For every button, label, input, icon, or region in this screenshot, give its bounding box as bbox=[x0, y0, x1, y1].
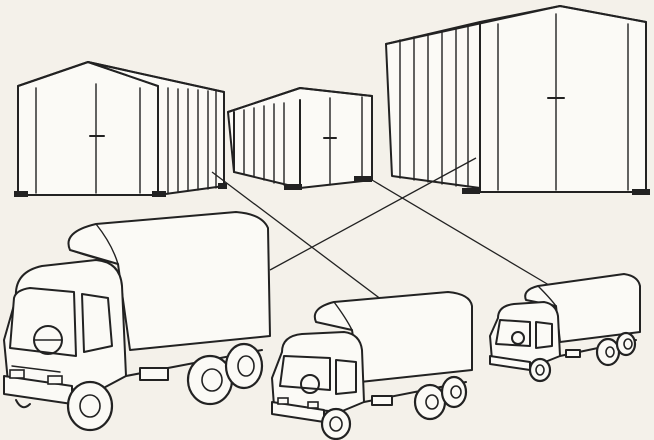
connection-medium-truck bbox=[211, 171, 383, 301]
truck-medium bbox=[271, 291, 473, 440]
connection-small-truck bbox=[371, 179, 555, 289]
connection-large-truck bbox=[269, 157, 477, 271]
garage-medium bbox=[227, 87, 373, 190]
garage-large bbox=[385, 5, 650, 195]
truck-large bbox=[3, 211, 271, 432]
truck-small bbox=[489, 273, 641, 383]
garage-small bbox=[14, 61, 227, 197]
connection-lines bbox=[211, 157, 555, 301]
